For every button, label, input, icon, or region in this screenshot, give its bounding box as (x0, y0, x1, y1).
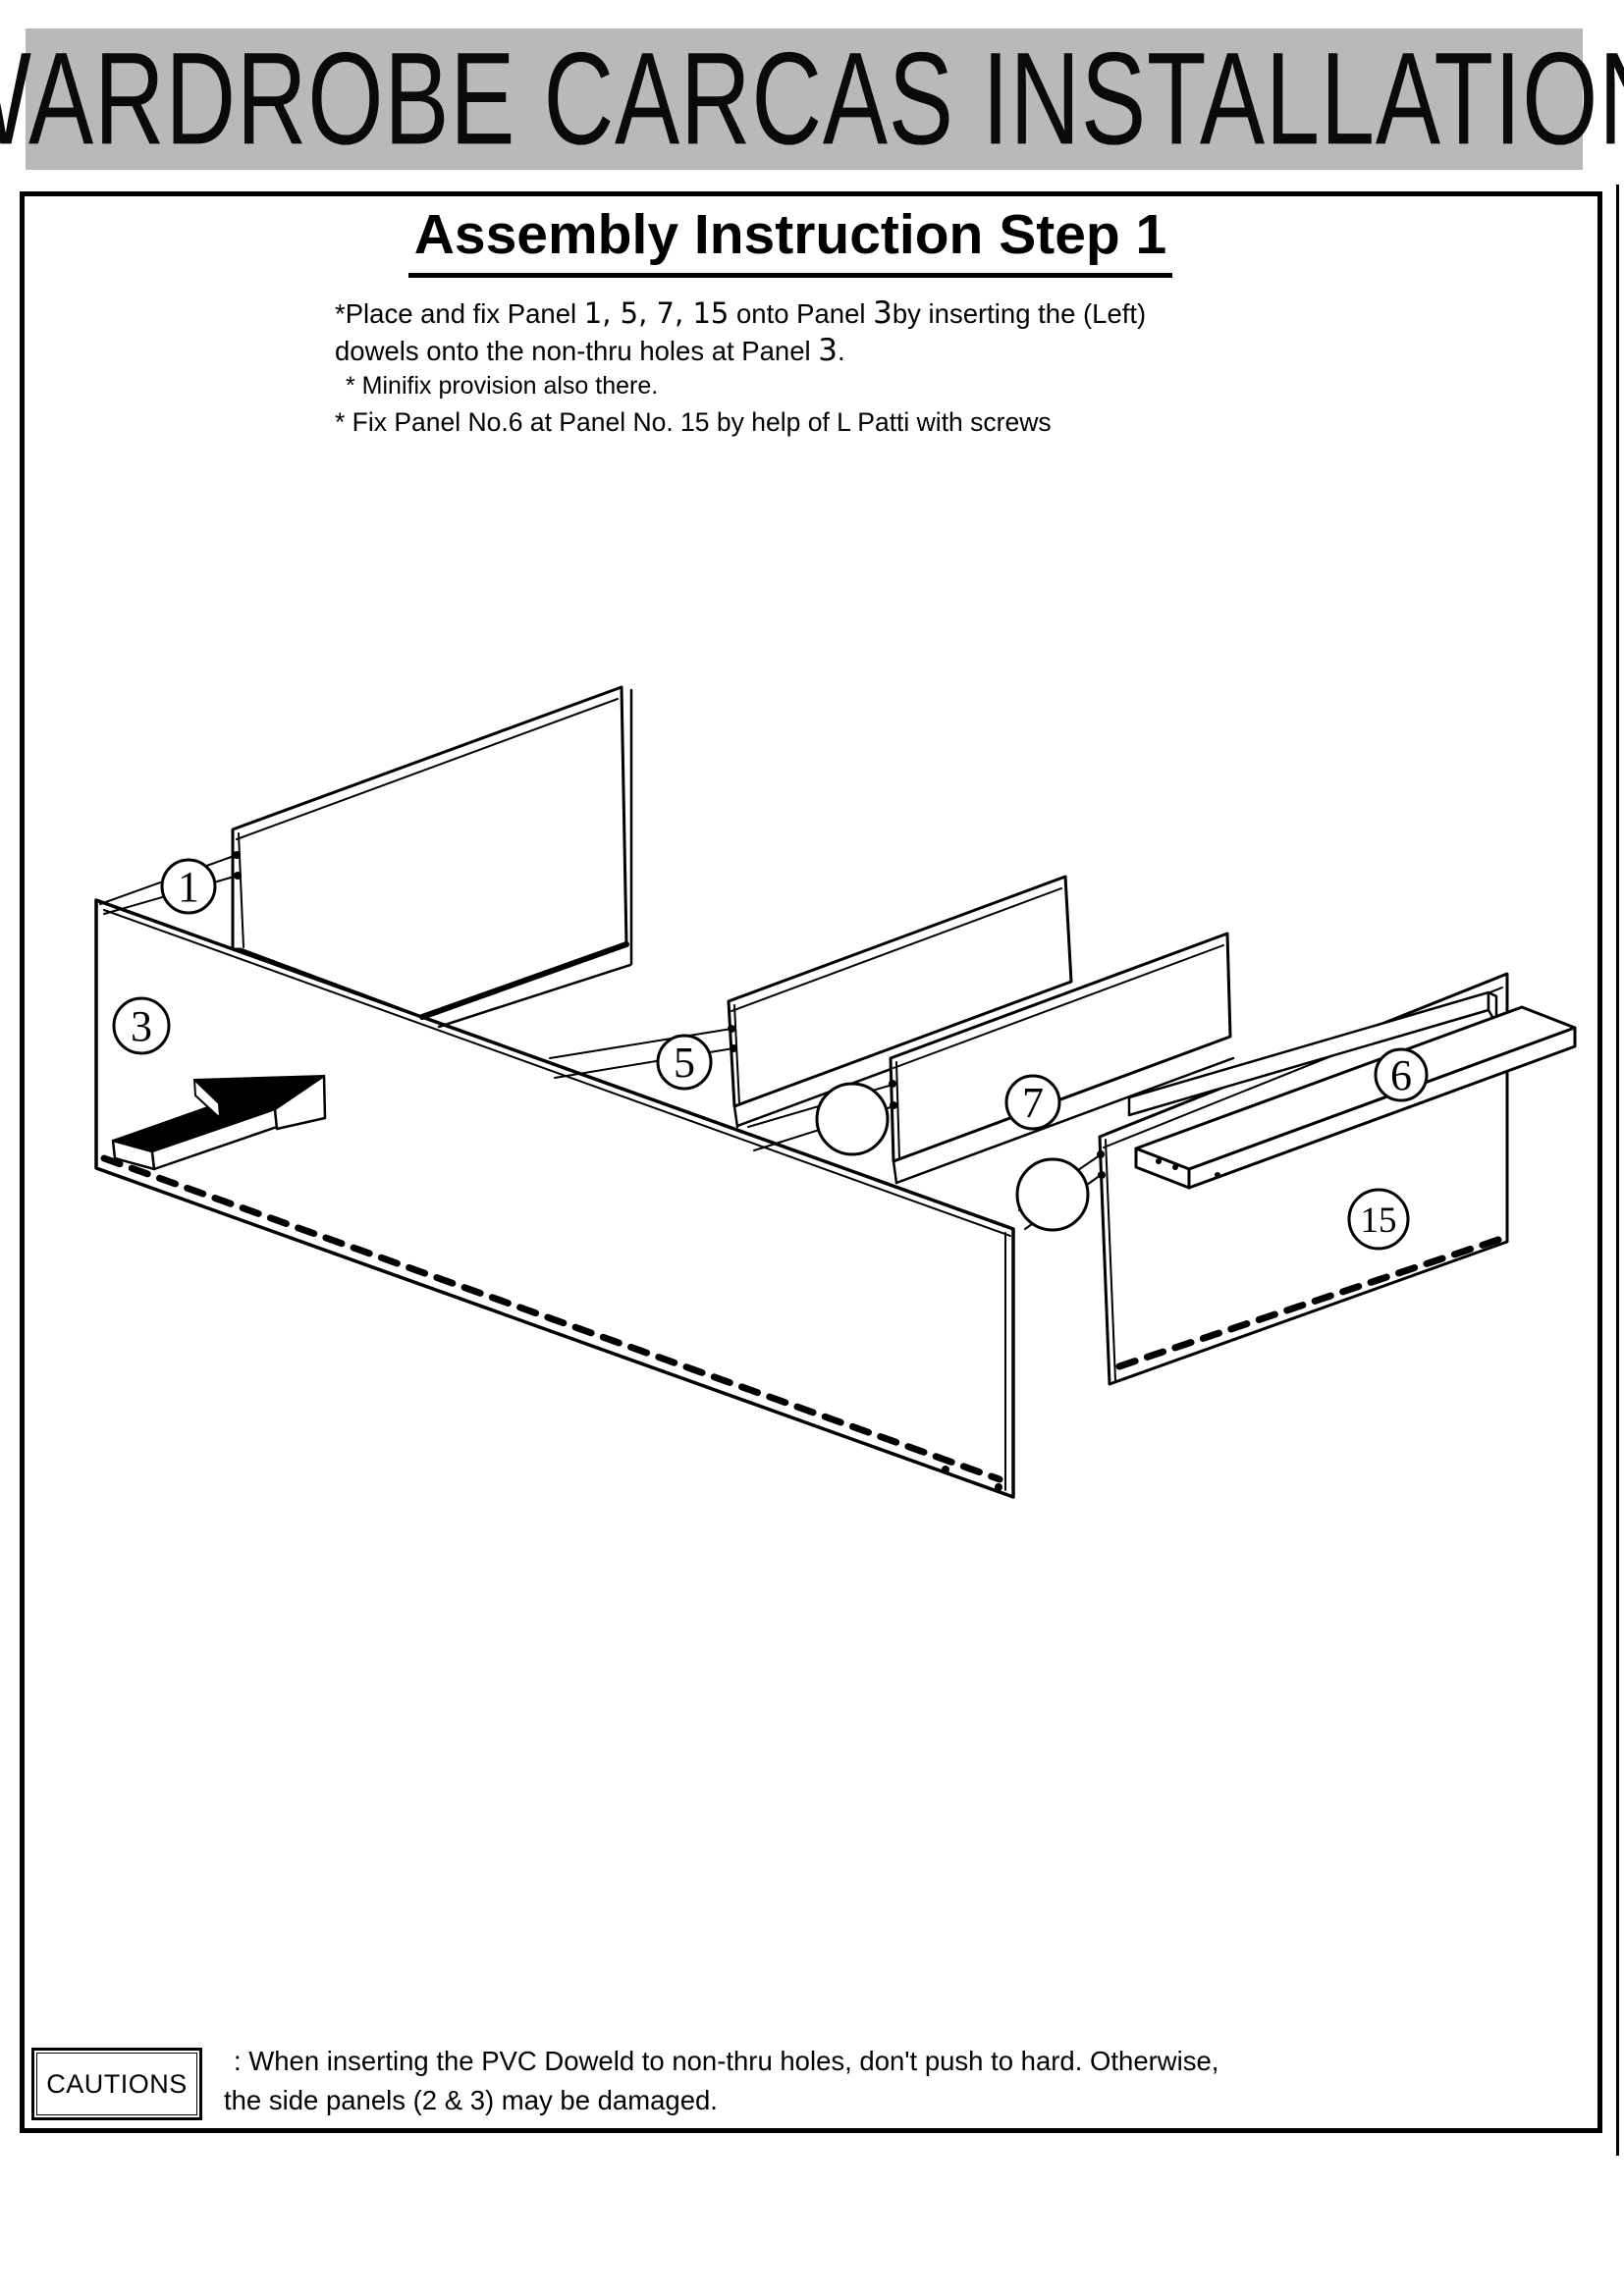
panel-label-5-text: 5 (674, 1039, 695, 1087)
panel-7-shape (747, 932, 1235, 1185)
panel-3-shape (94, 898, 1015, 1499)
instr1-panel-numbers: 1, 5, 7, 15 (583, 296, 730, 330)
cautions-label: CAUTIONS (46, 2068, 188, 2099)
step-heading: Assembly Instruction Step 1 (407, 202, 1173, 278)
panel-label-1-text: 1 (178, 863, 199, 911)
instruction-line-4: * Fix Panel No.6 at Panel No. 15 by help… (335, 407, 1052, 437)
page-title: WARDROBE CARCAS INSTALLATION (0, 26, 1624, 173)
rail-6-shape (1127, 990, 1577, 1190)
instruction-line-2: dowels onto the non-thru holes at Panel … (335, 333, 845, 368)
dowel-bubble-1 (815, 1082, 890, 1156)
caution-text-line-2: the side panels (2 & 3) may be damaged. (224, 2085, 718, 2115)
instr2-pre: dowels onto the non-thru holes at Panel (335, 336, 819, 366)
content-border (20, 191, 1602, 2133)
instr2-panel-3: 3 (818, 333, 839, 368)
step-heading-wrap: Assembly Instruction Step 1 (324, 202, 1257, 278)
cautions-box-inner-border (36, 2053, 197, 2115)
panel-label-6: 6 (1374, 1047, 1429, 1102)
instruction-line-3: * Minifix provision also there. (346, 372, 659, 400)
caution-text-line-1: : When inserting the PVC Doweld to non-t… (234, 2046, 1219, 2076)
instr1-pre: *Place and fix Panel (335, 298, 584, 329)
instr1-mid: onto Panel (729, 298, 874, 329)
title-bar: WARDROBE CARCAS INSTALLATION (0, 26, 1624, 172)
panel-label-7-text: 7 (1022, 1079, 1044, 1127)
instr1-panel-3: 3 (873, 295, 893, 331)
panel-label-5: 5 (656, 1034, 713, 1091)
panel-label-3-text: 3 (131, 1002, 152, 1050)
outer-right-border-line (1616, 185, 1619, 2156)
panel-label-1: 1 (160, 858, 217, 915)
panel-label-3: 3 (112, 996, 171, 1055)
panel-1-shape (99, 685, 633, 1029)
instruction-line-1: *Place and fix Panel 1, 5, 7, 15 onto Pa… (335, 295, 1146, 331)
panel-label-15-text: 15 (1361, 1201, 1397, 1241)
panel-label-6-text: 6 (1390, 1051, 1412, 1099)
cautions-box: CAUTIONS (31, 2048, 202, 2120)
instr2-post: . (838, 336, 845, 366)
panel-label-7: 7 (1004, 1074, 1061, 1131)
panel-label-15: 15 (1347, 1188, 1410, 1251)
dowel-bubble-2 (1015, 1157, 1090, 1232)
insert-direction-arrow (111, 1074, 327, 1171)
instr1-post: by inserting the (Left) (892, 298, 1147, 329)
